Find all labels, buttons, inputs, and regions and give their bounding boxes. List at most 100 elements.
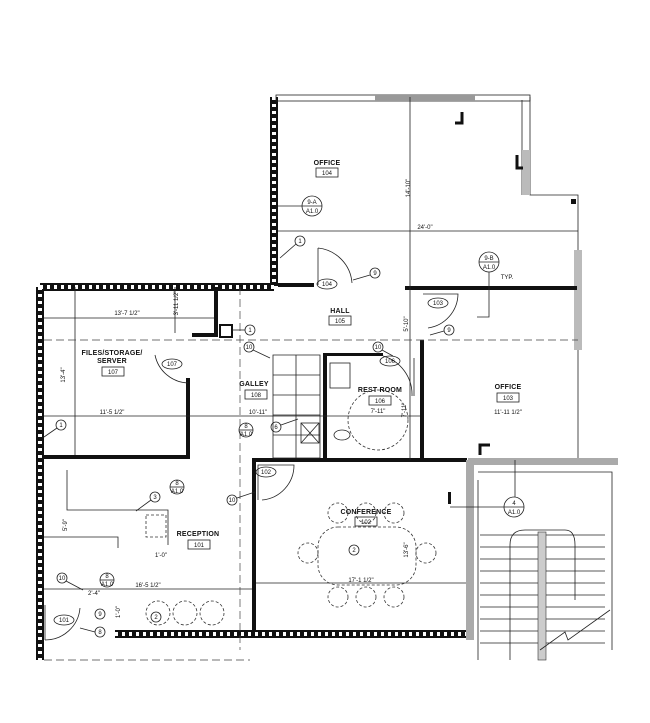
dimension-label: 14'-10" <box>406 179 412 198</box>
dimension-label: 11'-11 1/2" <box>494 410 522 416</box>
room-galley-108: GALLEY 108 <box>239 381 269 400</box>
room-conference-102: CONFERENCE 102 <box>340 509 391 527</box>
room-name: OFFICE <box>495 384 522 391</box>
svg-text:A1.0: A1.0 <box>171 489 184 495</box>
svg-text:1: 1 <box>59 423 63 429</box>
dimension-label: 7'-11" <box>402 403 408 418</box>
doors <box>44 247 459 641</box>
door-tag: 103 <box>433 301 444 307</box>
svg-text:10: 10 <box>375 345 382 351</box>
section-markers: 9-A A1.0 9-B A1.0 TYP. 4 A1.0 8 A1.0 8 A… <box>99 195 525 588</box>
room-number: 104 <box>322 171 333 177</box>
keynote-tag: 1 <box>279 235 306 259</box>
svg-text:1: 1 <box>298 239 302 245</box>
room-number: 107 <box>108 370 119 376</box>
room-number: 102 <box>361 520 372 526</box>
dimension-label: 13'-4" <box>61 367 67 382</box>
door-tags: 104 103 106 107 102 101 <box>53 278 449 626</box>
room-office-103: OFFICE 103 <box>495 384 522 403</box>
door-tag: 107 <box>167 362 178 368</box>
section-marker-9b: 9-B A1.0 TYP. <box>477 251 514 318</box>
svg-text:A1.0: A1.0 <box>306 209 319 215</box>
svg-text:8: 8 <box>98 630 102 636</box>
keynote-tag: 10 <box>226 491 256 506</box>
room-number: 103 <box>503 396 514 402</box>
keynote-tag: 3 <box>135 491 161 512</box>
svg-text:A1.0: A1.0 <box>240 432 253 438</box>
door-tag: 104 <box>322 282 333 288</box>
door-tag: 106 <box>385 359 396 365</box>
svg-text:9: 9 <box>447 328 451 334</box>
svg-text:9-B: 9-B <box>484 256 493 262</box>
dimension-label: 5'-10" <box>404 316 410 331</box>
sink-icon <box>329 362 351 389</box>
svg-text:9: 9 <box>98 612 102 618</box>
keynote-tag: 10 <box>243 341 271 359</box>
room-name: GALLEY <box>239 381 269 388</box>
keynote-tag: 8 <box>79 626 106 638</box>
dimension-label: 10'-11" <box>249 410 267 416</box>
svg-text:A1.0: A1.0 <box>483 265 496 271</box>
room-number: 101 <box>194 543 205 549</box>
room-name: RECEPTION <box>177 531 220 538</box>
svg-text:A1.0: A1.0 <box>508 510 521 516</box>
room-number: 105 <box>335 319 346 325</box>
svg-text:2: 2 <box>154 615 158 621</box>
room-reception-101: RECEPTION 101 <box>177 531 220 550</box>
elevation-marker: 8 A1.0 <box>99 572 115 588</box>
dimension-label: 3'-11 1/2" <box>174 291 180 316</box>
dimension-label: 5'-9" <box>63 519 69 531</box>
door-tag: 102 <box>261 470 272 476</box>
dimension-label: 16'-5 1/2" <box>135 583 160 589</box>
interior-walls <box>44 283 618 640</box>
keynote-tag: 1 <box>43 419 67 438</box>
svg-text:2: 2 <box>352 548 356 554</box>
keynote-tag: 9 <box>94 608 106 620</box>
room-name: REST ROOM <box>358 387 402 394</box>
section-marker-9a: 9-A A1.0 <box>278 195 323 217</box>
room-name: CONFERENCE <box>340 509 391 516</box>
section-marker-4: 4 A1.0 <box>448 460 525 518</box>
dimension-lines <box>44 97 578 661</box>
dimension-labels: 14'-10" 24'-0" 5'-10" 7'-11" 7'-11" 11'-… <box>61 179 522 618</box>
ceiling-marks <box>455 112 523 455</box>
elevation-marker: 8 A1.0 <box>169 479 185 495</box>
svg-text:TYP.: TYP. <box>501 275 514 281</box>
svg-text:1: 1 <box>248 328 252 334</box>
keynotes: 1 1 1 9 9 9 10 10 10 10 6 3 2 2 8 <box>43 235 455 638</box>
room-rest-room-106: REST ROOM 106 <box>358 387 402 406</box>
room-number: 108 <box>251 393 262 399</box>
exterior-walls <box>36 94 582 660</box>
keynote-tag: 10 <box>56 572 84 591</box>
fixtures <box>44 354 613 661</box>
dimension-label: 13'-7 1/2" <box>114 311 139 317</box>
dimension-label: 11'-5 1/2" <box>100 410 125 416</box>
svg-text:9-A: 9-A <box>307 200 316 206</box>
dimension-label: 24'-0" <box>417 225 432 231</box>
room-name: SERVER <box>97 358 127 365</box>
keynote-tag: 10 <box>372 341 394 357</box>
keynote-tag: 2 <box>150 611 162 623</box>
room-number: 106 <box>375 399 386 405</box>
svg-text:8: 8 <box>175 481 179 487</box>
toilet-icon <box>333 429 351 441</box>
svg-text:10: 10 <box>59 576 66 582</box>
dimension-label: 17'-1 1/2" <box>348 578 373 584</box>
dimension-label: 7'-11" <box>371 409 386 415</box>
svg-text:10: 10 <box>229 498 236 504</box>
keynote-tag: 9 <box>429 324 455 336</box>
door-tag: 101 <box>59 618 70 624</box>
svg-text:A1.0: A1.0 <box>101 582 114 588</box>
keynote-tag: 2 <box>348 544 360 556</box>
room-hall-105: HALL 105 <box>328 308 352 326</box>
dimension-label: 1'-0" <box>155 553 167 559</box>
svg-text:8: 8 <box>244 424 248 430</box>
dimension-label: 13'-6" <box>404 542 410 557</box>
svg-text:4: 4 <box>512 501 516 507</box>
room-files-107: FILES/STORAGE/ SERVER 107 <box>81 350 142 377</box>
svg-text:8: 8 <box>105 574 109 580</box>
svg-text:9: 9 <box>373 271 377 277</box>
elevation-marker: 8 A1.0 <box>238 422 254 438</box>
room-name: OFFICE <box>314 160 341 167</box>
